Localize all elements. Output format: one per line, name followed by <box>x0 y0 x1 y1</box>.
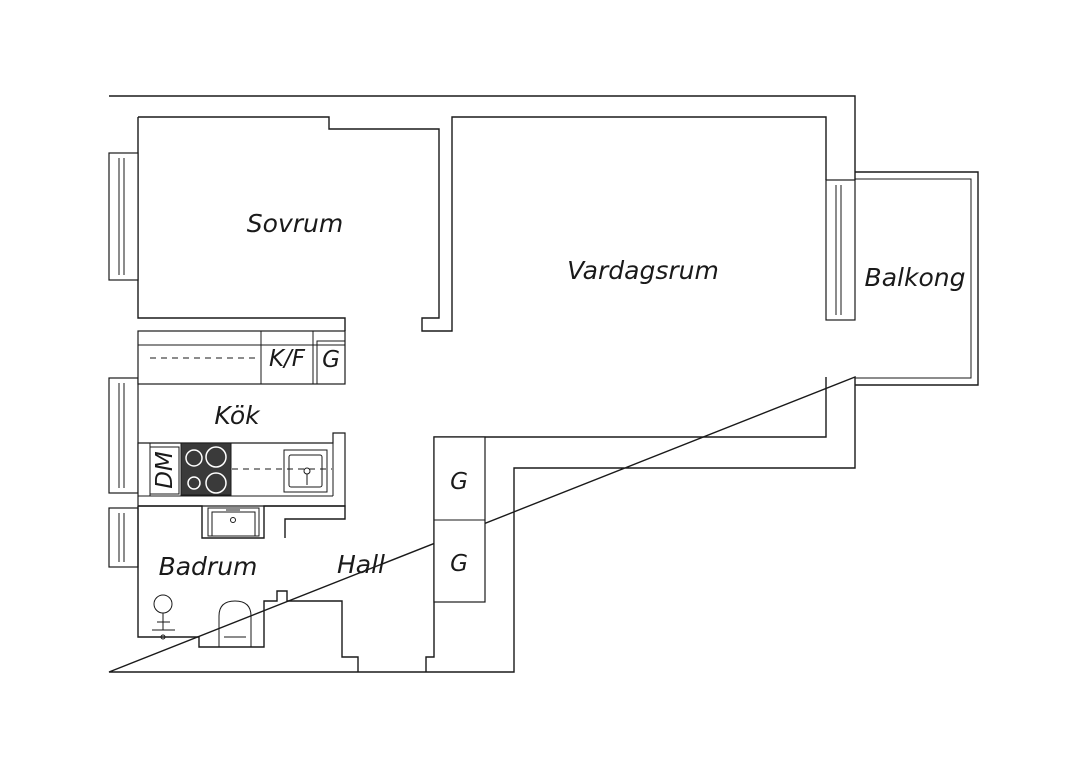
kitchen-sink-icon <box>283 449 328 493</box>
room-label-hall: Hall <box>337 550 385 579</box>
room-label-vardagsrum: Vardagsrum <box>567 256 719 285</box>
outer-wall <box>108 95 856 673</box>
toilet-icon <box>218 600 252 647</box>
bathroom-window <box>108 507 139 568</box>
shower-icon <box>152 594 175 640</box>
room-label-kok: Kök <box>214 401 261 430</box>
bathroom-wall <box>138 505 346 539</box>
hall-wardrobes <box>433 436 486 603</box>
bathroom-sink-icon <box>207 507 260 537</box>
fixture-label-dm: DM <box>152 451 178 489</box>
stove-icon <box>180 442 232 496</box>
bathroom-inner-wall <box>137 506 359 672</box>
fixture-label-g-kitchen: G <box>322 347 340 373</box>
balcony-door <box>825 179 856 321</box>
balcony <box>855 171 979 386</box>
room-label-sovrum: Sovrum <box>247 209 343 238</box>
fixture-label-g-hall-top: G <box>450 469 468 495</box>
inner-wall-outline <box>138 116 827 332</box>
kitchen-window <box>108 377 139 494</box>
kitchen-wardrobe-counter <box>137 330 346 385</box>
living-room-inner-wall <box>425 377 827 672</box>
room-label-badrum: Badrum <box>159 552 258 581</box>
fixture-label-g-hall-bottom: G <box>450 551 468 577</box>
fixture-label-kf: K/F <box>269 346 306 372</box>
bedroom-window <box>108 152 139 281</box>
dishwasher <box>149 446 180 495</box>
room-label-balkong: Balkong <box>865 263 966 292</box>
